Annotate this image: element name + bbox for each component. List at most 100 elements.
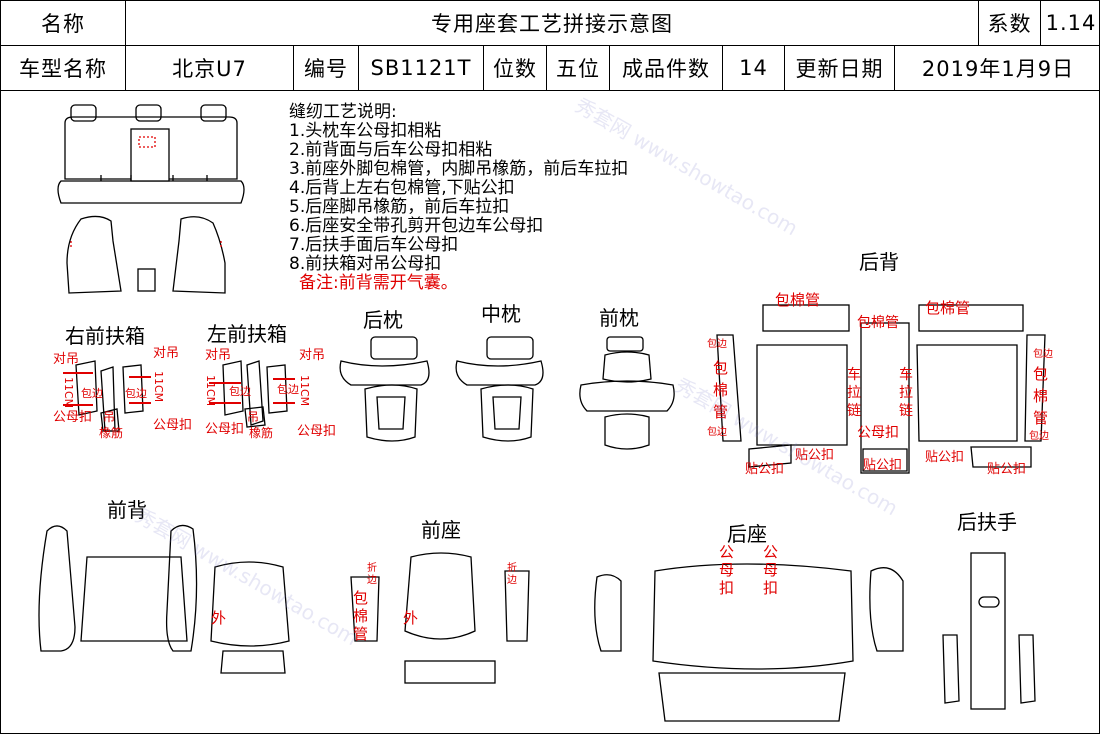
- ann-duidiao: 对吊: [53, 352, 79, 367]
- ann-baobian: 包边: [277, 383, 299, 396]
- ann-mu: 母: [719, 561, 734, 579]
- ann-tiegongkou: 贴公扣: [925, 450, 964, 465]
- pieces-value: 14: [723, 46, 785, 90]
- ann-duidiao: 对吊: [205, 348, 231, 363]
- ann-zhe: 折: [367, 561, 377, 574]
- ann-baobian: 包边: [81, 387, 103, 400]
- ann-duidiao: 对吊: [299, 348, 325, 363]
- ann-tiegongkou: 贴公扣: [795, 448, 834, 463]
- coef-value: 1.14: [1045, 11, 1097, 35]
- ann-duidiao: 对吊: [153, 346, 179, 361]
- note-item: 1.头枕车公母扣相粘: [289, 121, 442, 141]
- label-front-headrest: 前枕: [599, 306, 639, 330]
- label-left-front-box: 左前扶箱: [207, 322, 287, 346]
- pair-arrows: [63, 372, 295, 406]
- ann-diao: 吊: [103, 410, 115, 424]
- model-value: 北京U7: [126, 46, 294, 90]
- ann-bian: 边: [367, 574, 377, 586]
- ann-mian: 棉: [713, 381, 728, 399]
- ann-gongmukou: 公母扣: [297, 424, 336, 439]
- ann-tiegongkou: 贴公扣: [745, 462, 784, 477]
- ann-gongmukou: 公母扣: [857, 425, 899, 441]
- label-front-seat: 前座: [421, 518, 461, 542]
- header-row-2: 车型名称 北京U7 编号 SB1121T 位数 五位 成品件数 14 更新日期 …: [1, 46, 1100, 91]
- rear-armrest-pieces: [942, 552, 1036, 710]
- ann-11cm: 11CM: [298, 375, 311, 406]
- ann-baomianguan: 包棉管: [857, 314, 899, 331]
- seats-value: 五位: [547, 46, 610, 90]
- ann-baobian: 包边: [229, 385, 251, 398]
- ann-mu: 母: [763, 561, 778, 579]
- front-seat-pieces: [350, 552, 530, 684]
- ann-mian: 棉: [353, 607, 368, 625]
- ann-11cm: 11CM: [152, 371, 165, 402]
- ann-gongmukou: 公母扣: [153, 418, 192, 433]
- ann-baobian: 包边: [125, 387, 147, 400]
- note-item: 6.后座安全带孔剪开包边车公母扣: [289, 216, 544, 236]
- note-item: 5.后座脚吊橡筋，前后车拉扣: [289, 197, 510, 217]
- note-item: 4.后背上左右包棉管,下贴公扣: [289, 178, 515, 198]
- model-label: 车型名称: [1, 46, 126, 90]
- ann-gongmukou: 公母扣: [53, 410, 92, 425]
- ann-kou: 扣: [719, 579, 734, 597]
- ann-wai: 外: [211, 609, 226, 627]
- rear-headrest-pieces: [339, 336, 430, 442]
- ann-zhe: 折: [507, 561, 517, 574]
- date-value: 2019年1月9日: [921, 57, 1075, 81]
- ann-11cm: 11CM: [62, 377, 75, 408]
- ann-baobian: 包边: [707, 425, 727, 438]
- ann-bao: 包: [713, 359, 728, 377]
- middle-headrest-pieces: [455, 336, 544, 442]
- coef-label: 系数: [979, 1, 1041, 45]
- ann-xiangjin: 橡筋: [249, 425, 273, 440]
- ann-la: 拉: [847, 385, 861, 401]
- ann-baomianguan: 包棉管: [775, 291, 820, 309]
- name-label: 名称: [1, 1, 126, 45]
- ann-11cm: 11CM: [204, 375, 217, 406]
- ann-la: 拉: [899, 385, 913, 401]
- ann-baomianguan: 包棉管: [925, 299, 970, 317]
- label-right-front-box: 右前扶箱: [65, 324, 145, 348]
- ann-bao: 包: [353, 589, 368, 607]
- ann-guan: 管: [713, 403, 728, 421]
- ann-mian: 棉: [1033, 387, 1048, 405]
- ann-diao: 吊: [247, 410, 259, 424]
- rear-back-pieces: [716, 304, 1046, 474]
- label-rear-seat: 后座: [727, 522, 767, 546]
- pattern-diagram: 右前扶箱 左前扶箱 后枕 中枕 前枕 后背 前背 前座 后座 后扶手 对吊 11…: [38, 104, 1053, 722]
- label-rear-armrest: 后扶手: [957, 510, 1017, 534]
- note-item: 3.前座外脚包棉管，内脚吊橡筋，前后车拉扣: [289, 159, 629, 179]
- ann-baobian: 包边: [1029, 429, 1049, 442]
- seats-label: 位数: [484, 46, 547, 90]
- seat-preview: [57, 104, 245, 294]
- ann-baobian: 包边: [1033, 347, 1053, 360]
- pieces-label: 成品件数: [610, 46, 723, 90]
- ann-gong: 公: [719, 543, 734, 561]
- ann-tiegongkou: 贴公扣: [863, 458, 902, 473]
- ann-kou: 扣: [763, 579, 778, 597]
- label-rear-headrest: 后枕: [363, 308, 403, 332]
- note-item: 2.前背面与后车公母扣相粘: [289, 140, 493, 160]
- ann-wai: 外: [403, 609, 418, 627]
- page-title: 专用座套工艺拼接示意图: [126, 1, 979, 45]
- right-front-box-pieces: [75, 360, 144, 432]
- left-front-box-pieces: [222, 360, 288, 428]
- code-label: 编号: [294, 46, 359, 90]
- front-headrest-pieces: [579, 336, 675, 450]
- ann-lian: 链: [847, 403, 861, 419]
- ann-bian: 边: [507, 574, 517, 586]
- date-label: 更新日期: [785, 46, 895, 90]
- rear-seat-pieces: [594, 563, 904, 722]
- ann-che: 车: [899, 366, 913, 383]
- ann-guan: 管: [1033, 409, 1048, 427]
- ann-guan: 管: [353, 625, 368, 643]
- notes-title: 缝纫工艺说明:: [289, 102, 397, 122]
- ann-bao: 包: [1033, 365, 1048, 383]
- front-back-pieces: [38, 524, 290, 674]
- sewing-notes: 缝纫工艺说明: 1.头枕车公母扣相粘 2.前背面与后车公母扣相粘 3.前座外脚包…: [289, 103, 628, 293]
- ann-che: 车: [847, 366, 861, 383]
- label-middle-headrest: 中枕: [481, 302, 521, 326]
- label-front-back: 前背: [107, 498, 147, 522]
- note-item: 8.前扶箱对吊公母扣: [289, 254, 442, 274]
